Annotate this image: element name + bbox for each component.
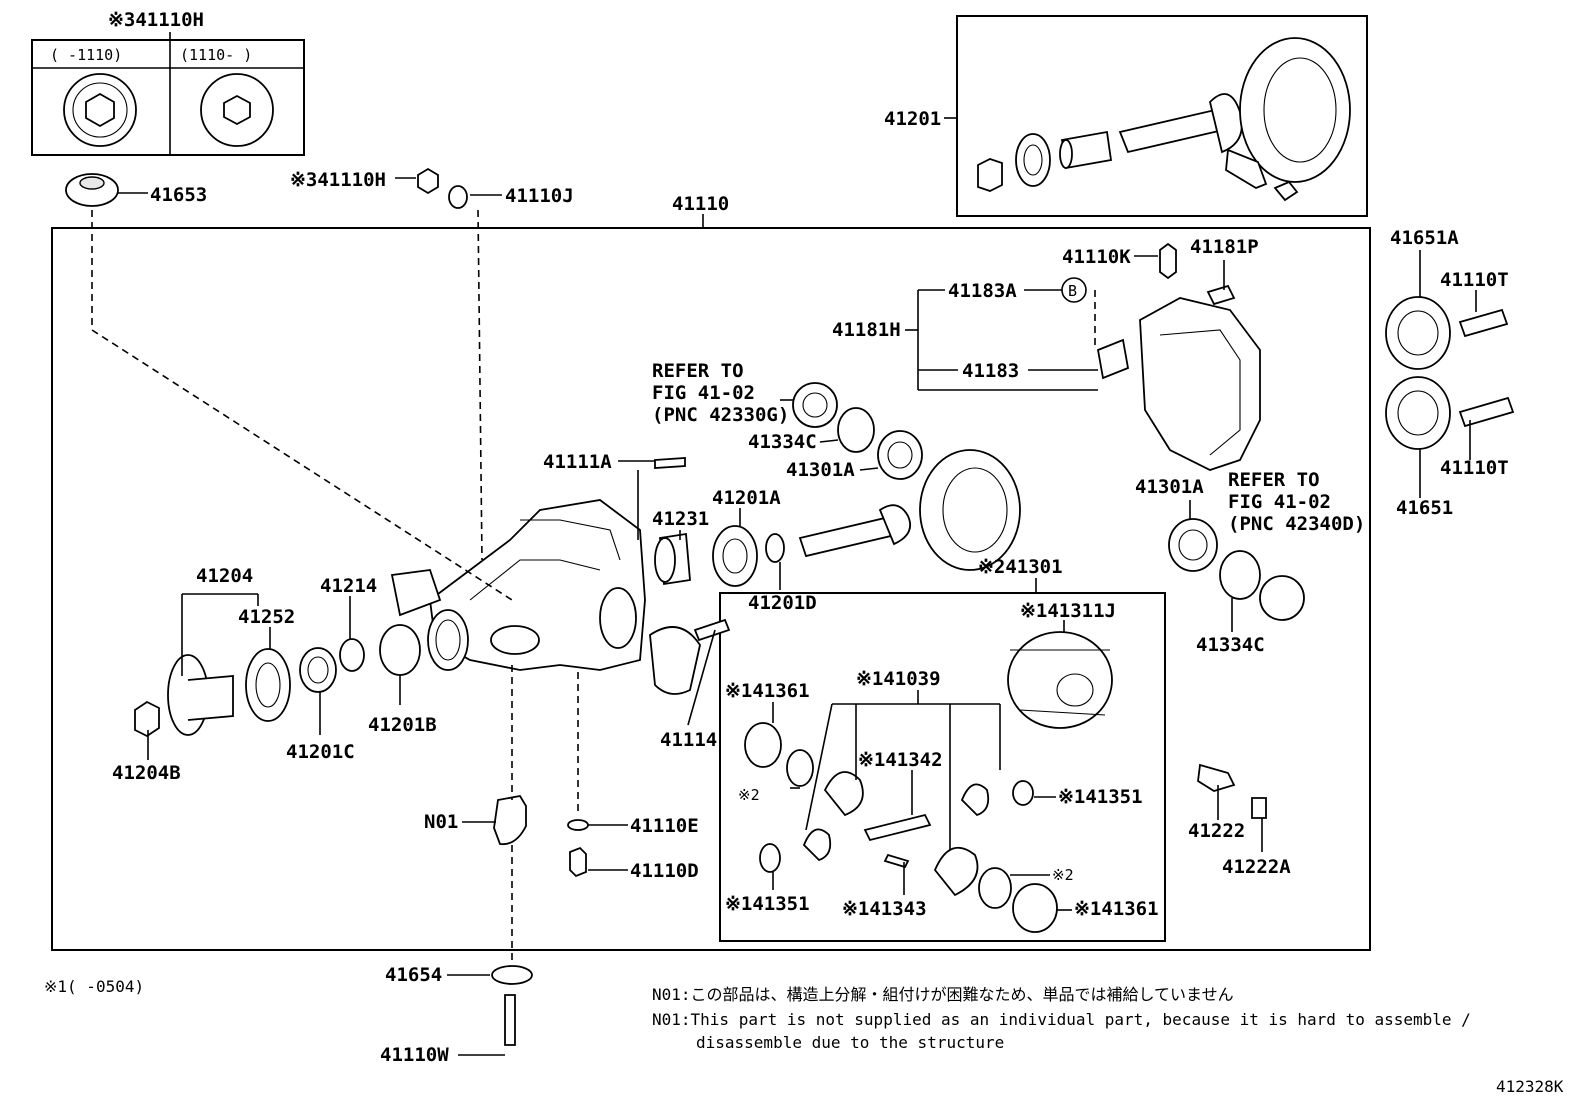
companion-flange-group [134, 624, 421, 738]
label-41301A-a: 41301A [786, 459, 855, 481]
label-41111A: 41111A [543, 451, 612, 473]
refer-lower-2: FIG 41-02 [1228, 491, 1331, 513]
note-n01-japanese: N01:この部品は、構造上分解・組付けが困難なため、単品では補給していません [652, 985, 1234, 1004]
ring-pinion-set-drawing [977, 37, 1351, 202]
assembly-dash-lines [91, 209, 1096, 962]
small-parts-drawing [65, 167, 1267, 1046]
label-41351-b: ※141351 [725, 893, 810, 915]
label-41204: 41204 [196, 565, 253, 587]
label-41201A: 41201A [712, 487, 781, 509]
callout-b-circle [1061, 277, 1087, 303]
side-flanges-drawing [1385, 296, 1515, 450]
refer-lower-1: REFER TO [1228, 469, 1320, 491]
label-N01: N01 [424, 811, 458, 833]
inset-col1-range: ( -1110) [50, 46, 122, 64]
label-41110H-top: ※341110H [108, 9, 204, 31]
note-n01-english-2: disassemble due to the structure [696, 1033, 1004, 1052]
label-41114: 41114 [660, 729, 717, 751]
differential-case-frame [719, 592, 1166, 942]
carrier-housing-drawing [390, 499, 646, 671]
label-41110: 41110 [672, 193, 729, 215]
part-labels: ※341110H ※341110H 41653 41110J 41110 412… [108, 9, 1509, 1066]
label-41651: 41651 [1396, 497, 1453, 519]
label-41334C-a: 41334C [748, 431, 817, 453]
label-41110D: 41110D [630, 860, 699, 882]
label-41110K: 41110K [1062, 246, 1131, 268]
label-41201: 41201 [884, 108, 941, 130]
label-41654: 41654 [385, 964, 442, 986]
label-41231: 41231 [652, 508, 709, 530]
label-41110T-a: 41110T [1440, 269, 1509, 291]
label-41201B: 41201B [368, 714, 437, 736]
right-bearings-drawing [1168, 518, 1305, 621]
label-41110J: 41110J [505, 185, 574, 207]
label-41110T-b: 41110T [1440, 457, 1509, 479]
label-41222: 41222 [1188, 820, 1245, 842]
plug-variant-inset: ( -1110) (1110- ) [31, 32, 305, 156]
label-x2-a: ※2 [738, 786, 760, 804]
label-41651A: 41651A [1390, 227, 1459, 249]
upper-bearings-group [792, 382, 923, 480]
ring-pinion-frame [956, 15, 1368, 217]
rear-cover-drawing [1096, 242, 1261, 471]
footnote-x1-range: ※1( -0504) [44, 977, 144, 996]
leader-lines [118, 117, 1477, 1056]
inset-col2-range: (1110- ) [180, 46, 252, 64]
label-41110E: 41110E [630, 815, 699, 837]
label-41110W: 41110W [380, 1044, 449, 1066]
label-41301A-b: 41301A [1135, 476, 1204, 498]
label-41343: ※141343 [842, 898, 927, 920]
refer-upper-2: FIG 41-02 [652, 382, 755, 404]
refer-lower-3: (PNC 42340D) [1228, 513, 1365, 535]
label-41204B: 41204B [112, 762, 181, 784]
label-41361-b: ※141361 [1074, 898, 1159, 920]
label-41039: ※141039 [856, 668, 941, 690]
label-41181H: 41181H [832, 319, 901, 341]
callout-b-letter: B [1068, 282, 1077, 300]
label-41361-a: ※141361 [725, 680, 810, 702]
label-41252: 41252 [238, 606, 295, 628]
label-41201C: 41201C [286, 741, 355, 763]
label-41301: ※241301 [978, 556, 1063, 578]
label-41342: ※141342 [858, 749, 943, 771]
pinion-bearings-group [654, 449, 1021, 587]
label-41311J: ※141311J [1020, 600, 1116, 622]
label-41183: 41183 [962, 360, 1019, 382]
label-x2-b: ※2 [1052, 866, 1074, 884]
label-41214: 41214 [320, 575, 377, 597]
note-n01-english-1: N01:This part is not supplied as an indi… [652, 1010, 1471, 1029]
main-assembly-frame [51, 227, 1371, 951]
label-41222A: 41222A [1222, 856, 1291, 878]
figure-code: 412328K [1496, 1077, 1564, 1096]
label-41334C-b: 41334C [1196, 634, 1265, 656]
label-41201D: 41201D [748, 592, 817, 614]
label-41653: 41653 [150, 184, 207, 206]
differential-internals-drawing [744, 631, 1113, 933]
refer-upper-3: (PNC 42330G) [652, 404, 789, 426]
label-41110H: ※341110H [290, 169, 386, 191]
label-41351-a: ※141351 [1058, 786, 1143, 808]
label-41183A: 41183A [948, 280, 1017, 302]
label-41181P: 41181P [1190, 236, 1259, 258]
refer-upper-1: REFER TO [652, 360, 744, 382]
